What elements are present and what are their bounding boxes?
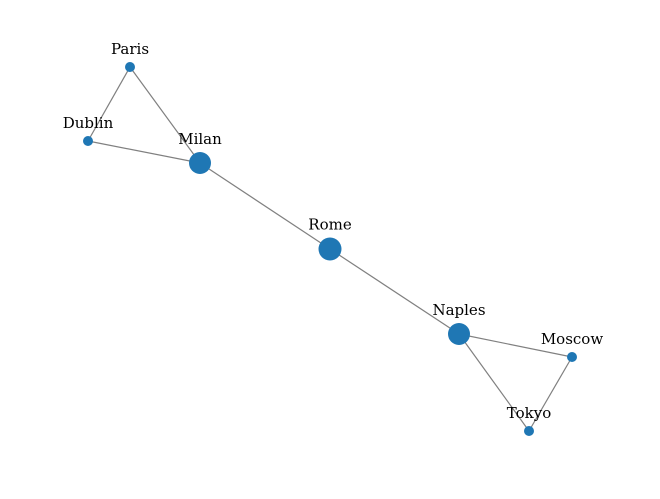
edge-rome-naples — [329, 248, 460, 335]
edge-naples-moscow — [458, 333, 573, 358]
node-tokyo — [524, 426, 534, 436]
edge-paris-dublin — [87, 66, 131, 142]
node-milan — [189, 152, 211, 174]
node-dublin — [83, 136, 93, 146]
node-label-dublin: Dublin — [63, 114, 114, 132]
edges-layer — [87, 66, 573, 432]
edge-dublin-milan — [87, 140, 201, 164]
node-label-tokyo: Tokyo — [507, 404, 551, 422]
edge-moscow-tokyo — [528, 356, 573, 432]
node-naples — [448, 323, 470, 345]
node-moscow — [567, 352, 577, 362]
node-label-paris: Paris — [111, 40, 149, 58]
edge-milan-rome — [199, 162, 331, 250]
nodes-layer — [83, 62, 577, 436]
edge-naples-tokyo — [458, 333, 530, 432]
node-rome — [318, 237, 342, 261]
node-paris — [125, 62, 135, 72]
node-label-milan: Milan — [178, 130, 222, 148]
node-label-naples: Naples — [432, 301, 485, 319]
edge-paris-milan — [129, 66, 201, 164]
node-label-moscow: Moscow — [541, 330, 604, 348]
node-label-rome: Rome — [308, 216, 352, 234]
